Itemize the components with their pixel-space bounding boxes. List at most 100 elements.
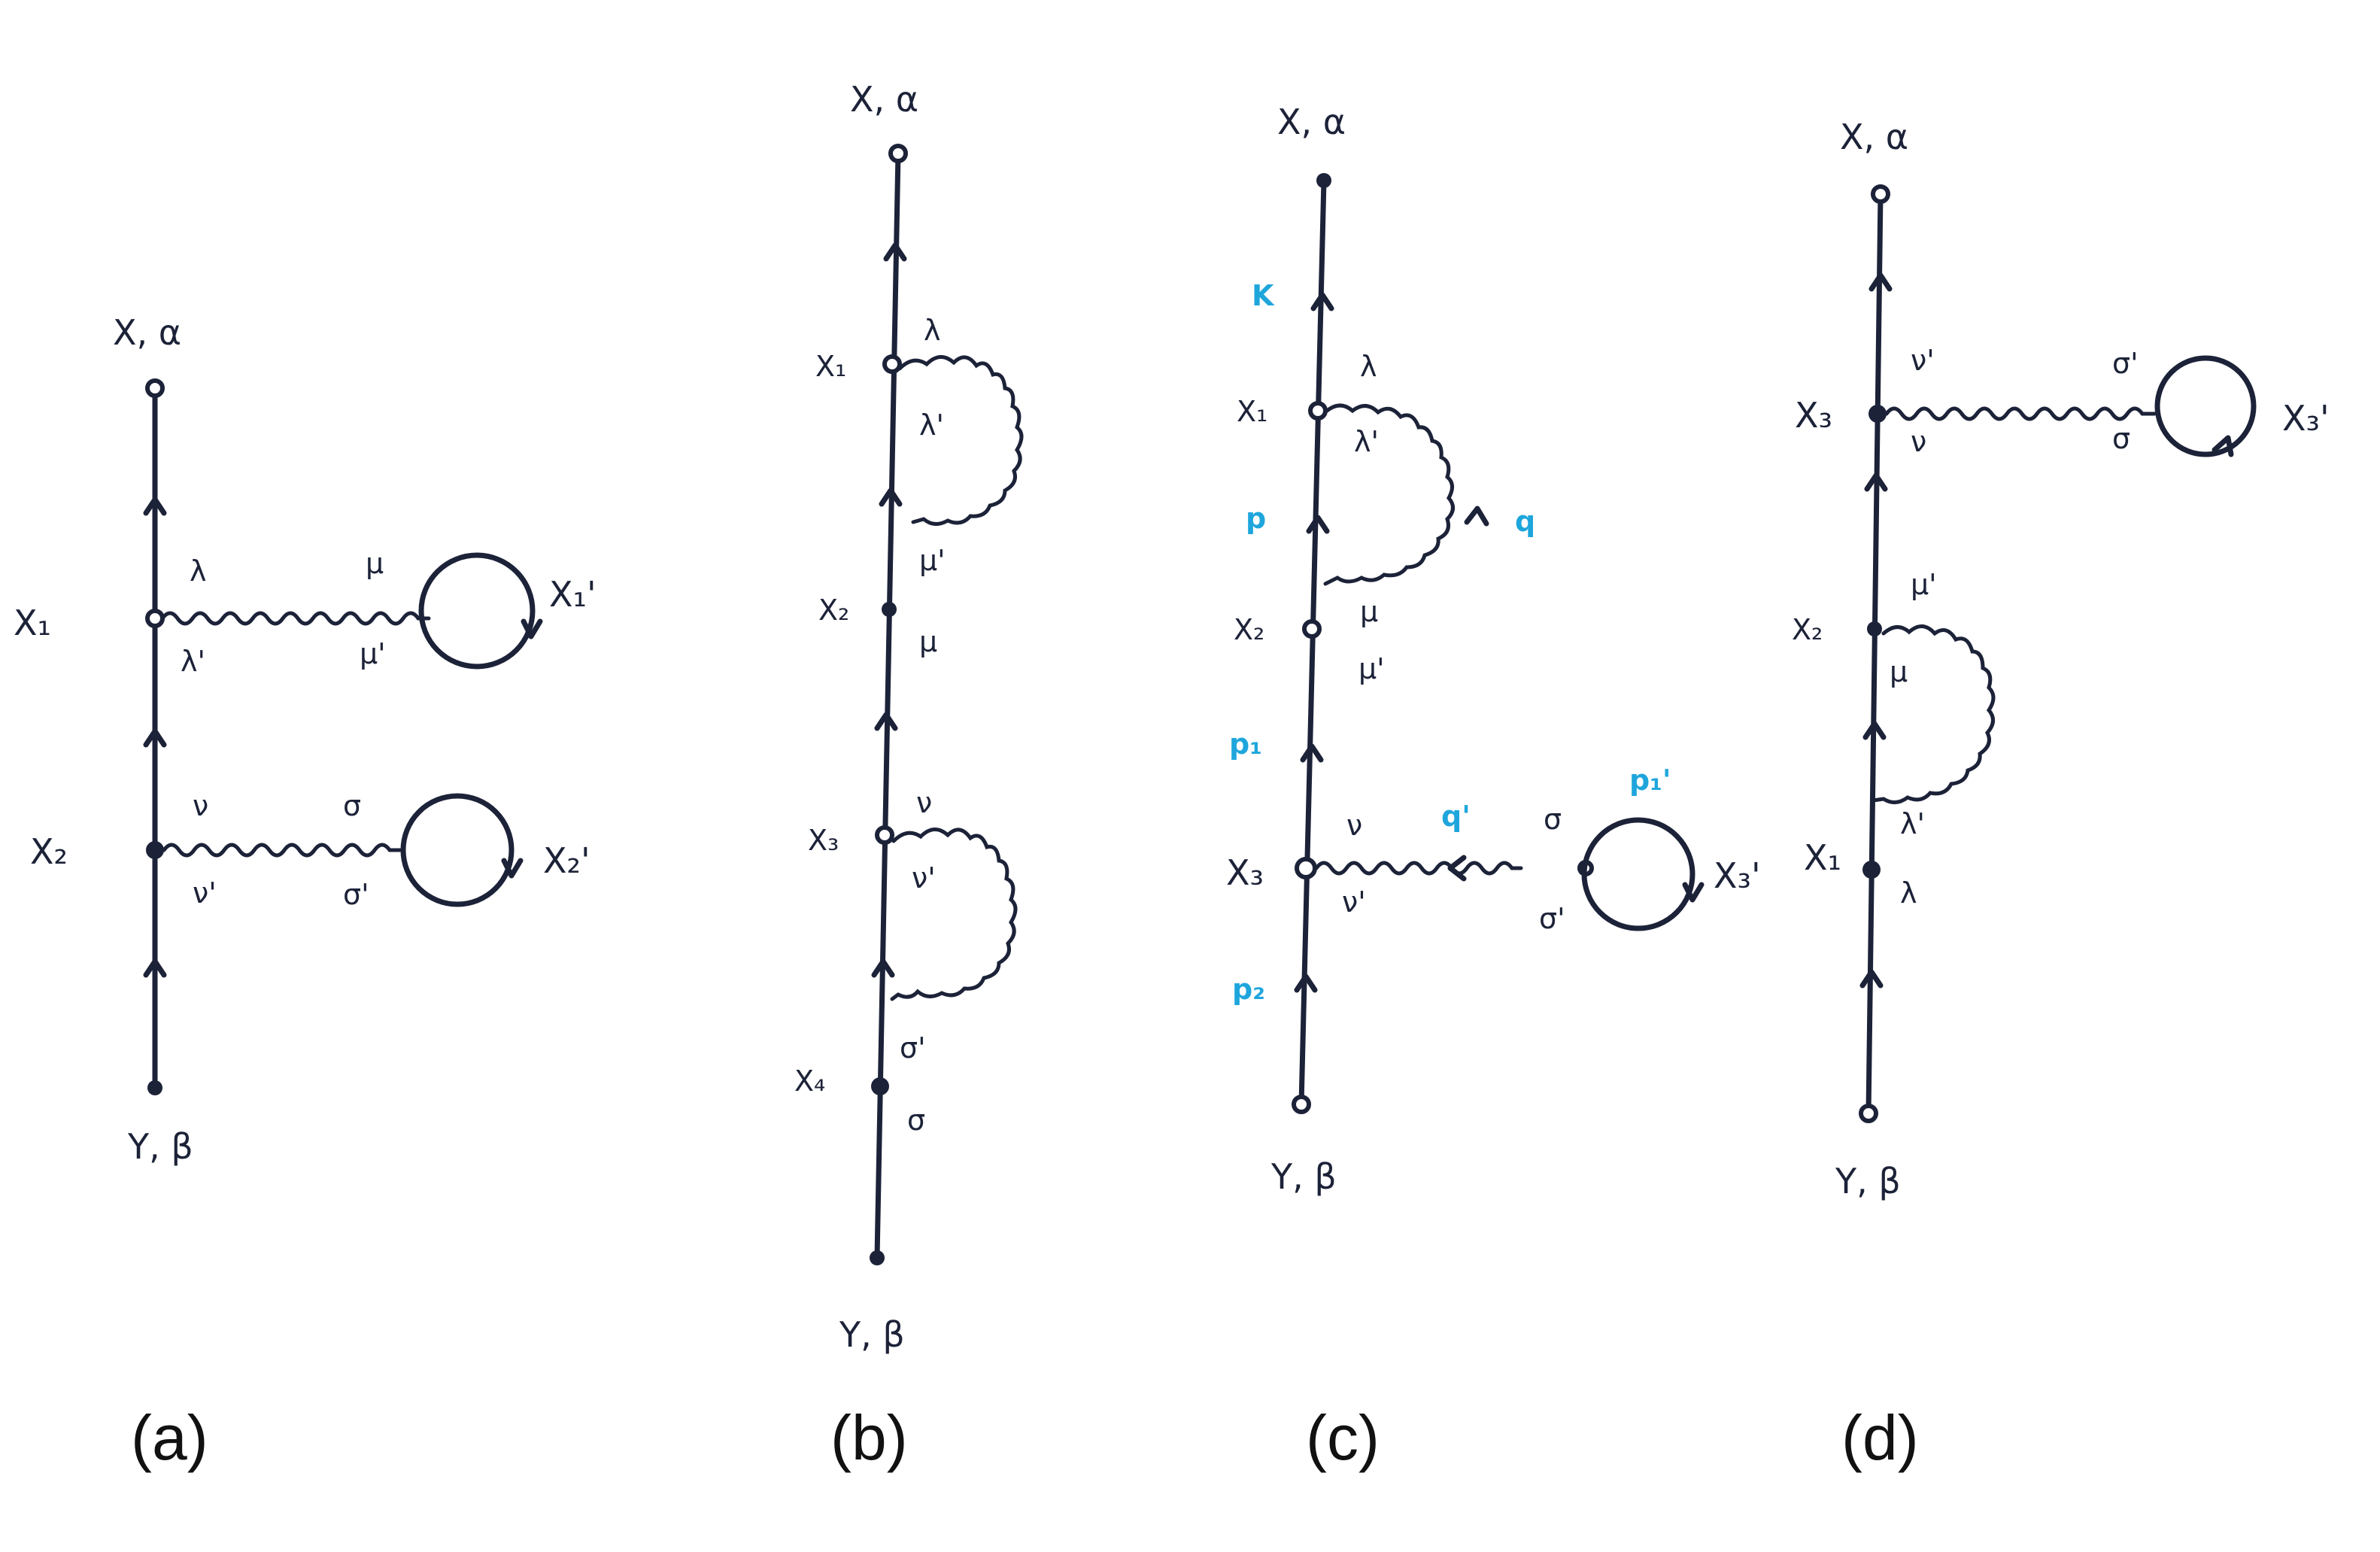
- index-c-nu-prime: ν': [1342, 885, 1366, 919]
- momentum-c-K: K: [1252, 279, 1275, 312]
- index-d-lambda: λ: [1900, 876, 1917, 910]
- vertex-x2-b: [882, 602, 897, 617]
- arrow-d3: [1862, 721, 1887, 740]
- caption-b: (b): [830, 1402, 908, 1473]
- label-vertex-b-x2: X₂: [818, 594, 849, 627]
- gluon-d1: [1884, 406, 2157, 421]
- momentum-c-p: p: [1246, 502, 1266, 535]
- index-a-lambda: λ: [190, 554, 207, 588]
- label-bottom-b: Y, β: [839, 1314, 905, 1355]
- index-c-lambda: λ: [1360, 350, 1377, 383]
- arrow-d1: [1868, 272, 1893, 292]
- vertex-x2-d: [1867, 621, 1882, 636]
- label-loop-a2: X₂': [543, 840, 590, 881]
- label-vertex-d-x2: X₂: [1792, 613, 1823, 646]
- label-vertex-c-x1: X₁: [1237, 395, 1267, 428]
- gluon-c1: [1323, 403, 1455, 586]
- label-vertex-b-x3: X₃: [808, 824, 839, 857]
- arrow-gluon-c1: [1464, 506, 1489, 527]
- label-bottom-d: Y, β: [1835, 1161, 1901, 1201]
- index-c-sigma-prime: σ': [1539, 902, 1565, 935]
- index-a-lambda-prime: λ': [181, 645, 205, 678]
- diagram-a: X, α Y, β X₁ X₂ X₁' X₂' λ λ' μ μ' ν ν' σ…: [14, 312, 597, 1167]
- caption-c: (c): [1306, 1402, 1380, 1473]
- label-vertex-a-x1: X₁: [14, 603, 51, 643]
- gluon-a2: [162, 843, 402, 858]
- vertex-x2-a: [146, 841, 164, 859]
- gluon-b2: [890, 828, 1018, 1001]
- vertex-x1-b: [882, 354, 902, 374]
- vertex-bottom-b: [870, 1250, 885, 1265]
- index-a-sigma: σ: [343, 789, 361, 822]
- index-b-lambda-prime: λ': [919, 409, 944, 442]
- vertex-x3-c: [1295, 857, 1317, 879]
- gluon-b1: [897, 355, 1024, 526]
- label-top-b: X, α: [850, 79, 918, 120]
- vertex-top-a: [145, 378, 165, 398]
- label-top-d: X, α: [1840, 117, 1908, 157]
- index-d-sigma-prime: σ': [2112, 347, 2139, 380]
- label-loop-c: X₃': [1714, 855, 1761, 896]
- arrow-c4: [1294, 973, 1318, 993]
- index-c-mu-prime: μ': [1358, 652, 1385, 685]
- vertex-x4-b: [871, 1077, 889, 1095]
- index-c-nu: ν: [1346, 809, 1362, 842]
- label-bottom-c: Y, β: [1270, 1156, 1337, 1197]
- arrow-c3: [1300, 743, 1324, 763]
- index-b-nu: ν: [916, 786, 932, 819]
- vertex-top-b: [888, 144, 908, 163]
- label-loop-a1: X₁': [549, 574, 597, 615]
- caption-a: (a): [131, 1402, 208, 1473]
- vertex-bottom-c: [1292, 1095, 1311, 1114]
- vertex-bottom-d: [1859, 1104, 1878, 1123]
- index-b-lambda: λ: [924, 314, 941, 347]
- vertex-x1-c: [1308, 401, 1328, 421]
- vertex-bottom-a: [147, 1080, 162, 1095]
- vertex-x3-d: [1868, 405, 1887, 423]
- index-d-nu-prime: ν': [1911, 344, 1935, 377]
- label-top-c: X, α: [1277, 102, 1346, 142]
- label-vertex-d-x3: X₃: [1795, 395, 1832, 436]
- caption-d: (d): [1841, 1402, 1919, 1473]
- index-c-lambda-prime: λ': [1354, 425, 1379, 458]
- arrow-loop-a2: [501, 858, 524, 879]
- arrow-loop-a1: [521, 618, 543, 639]
- index-d-sigma: σ: [2112, 422, 2130, 455]
- arrow-c1: [1310, 292, 1334, 311]
- vertex-x1-d: [1862, 861, 1881, 879]
- label-vertex-c-x3: X₃: [1226, 852, 1264, 893]
- index-a-nu-prime: ν': [193, 876, 217, 910]
- arrow-c2: [1306, 515, 1330, 534]
- arrow-b3: [874, 712, 898, 731]
- arrow-gluon-c2: [1447, 855, 1467, 882]
- label-vertex-a-x2: X₂: [30, 831, 68, 872]
- index-a-nu: ν: [193, 789, 208, 822]
- index-c-sigma: σ: [1544, 803, 1562, 836]
- momentum-c-p1: p₁: [1229, 727, 1262, 761]
- index-c-mu: μ: [1360, 595, 1378, 628]
- index-b-mu-prime: μ': [919, 544, 946, 577]
- loop-d: [2154, 355, 2257, 457]
- index-d-mu-prime: μ': [1911, 568, 1937, 601]
- index-d-nu: ν: [1911, 425, 1926, 458]
- label-loop-d: X₃': [2282, 398, 2330, 439]
- label-vertex-c-x2: X₂: [1234, 613, 1264, 646]
- gluon-d2: [1871, 624, 1996, 804]
- diagram-c: X, α Y, β X₁ X₂ X₃ X₃' λ λ' μ μ' ν ν' σ …: [1226, 102, 1761, 1197]
- vertex-x2-c: [1302, 619, 1322, 639]
- momentum-c-p1-prime: p₁': [1629, 764, 1671, 797]
- momentum-c-q: q: [1515, 505, 1535, 538]
- loop-a2: [400, 793, 515, 907]
- vertex-x3-b: [875, 825, 894, 845]
- index-a-mu: μ: [366, 547, 384, 580]
- arrow-loop-c: [1682, 882, 1705, 903]
- arrow-d4: [1859, 969, 1884, 989]
- label-bottom-a: Y, β: [127, 1126, 193, 1167]
- index-b-sigma: σ: [907, 1104, 925, 1137]
- index-a-mu-prime: μ': [360, 637, 386, 670]
- index-d-lambda-prime: λ': [1900, 807, 1925, 840]
- index-a-sigma-prime: σ': [343, 878, 369, 911]
- momentum-c-q-prime: q': [1441, 800, 1471, 833]
- index-b-sigma-prime: σ': [900, 1031, 926, 1065]
